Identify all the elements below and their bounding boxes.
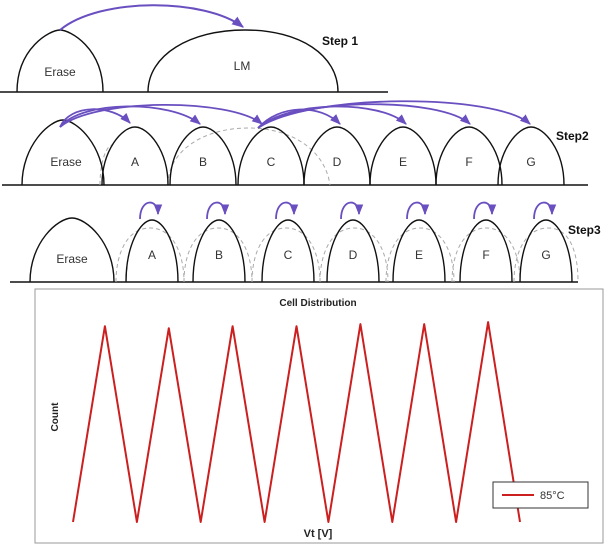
step3-b-curve: [192, 219, 246, 283]
step2-b-label: B: [199, 155, 207, 169]
step3-f-curve: [459, 219, 513, 283]
step3-g-arrow: [533, 201, 557, 220]
step3-c-arrow: [275, 201, 299, 220]
step3-f-arrow: [473, 201, 497, 220]
step3-ghost-d-curve: [319, 227, 389, 283]
step3-g-label: G: [541, 248, 550, 262]
step2-diagram: Erase A B C D E F G Step2: [2, 100, 589, 186]
step3-a-arrow: [139, 201, 163, 220]
step3-ghost-g-curve: [513, 227, 579, 283]
chart-title: Cell Distribution: [279, 298, 356, 309]
series-layer: [72, 321, 521, 523]
step3-erase-curve: [29, 217, 115, 283]
step3-ghost-a-curve: [115, 227, 185, 283]
step2-e-curve: [369, 126, 437, 186]
erase-to-a-arrow: [59, 108, 131, 128]
step3-e-label: E: [415, 248, 423, 262]
step2-ghost-erase-curve: [99, 144, 113, 186]
step2-a-curve: [101, 126, 169, 186]
step3-ghost-e-curve: [385, 227, 455, 283]
step2-erase-curve: [21, 119, 105, 186]
legend-label: 85°C: [540, 490, 565, 502]
step3-c-label: C: [284, 248, 293, 262]
step3-title: Step3: [568, 223, 601, 237]
step2-g-label: G: [526, 155, 535, 169]
step3-b-arrow: [206, 201, 230, 220]
step2-d-curve: [303, 126, 371, 186]
legend: 85°C: [492, 481, 589, 509]
step3-e-arrow: [406, 201, 430, 220]
lm-label: LM: [234, 59, 251, 73]
step3-g-curve: [519, 219, 573, 283]
step3-c-curve: [261, 219, 315, 283]
step3-ghost-c-curve: [251, 227, 321, 283]
step2-c-curve: [237, 126, 305, 186]
erase-distribution-curve: [16, 29, 104, 93]
lm-to-g-arrow: [257, 100, 531, 129]
y-axis-label: Count: [50, 402, 61, 432]
step2-a-label: A: [131, 155, 139, 169]
step3-d-curve: [326, 219, 380, 283]
step3-a-curve: [125, 219, 179, 283]
erase-label: Erase: [44, 65, 76, 79]
step3-d-arrow: [340, 201, 364, 220]
step2-ghost-lm-curve: [167, 127, 331, 186]
step3-e-curve: [392, 219, 446, 283]
step2-f-curve: [435, 126, 503, 186]
lm-distribution-curve: [147, 29, 339, 93]
step2-e-label: E: [399, 155, 407, 169]
step3-b-label: B: [215, 248, 223, 262]
step3-ghost-f-curve: [451, 227, 521, 283]
step2-b-curve: [169, 126, 237, 186]
step1-diagram: Erase LM Step 1: [0, 4, 388, 93]
erase-to-c-arrow: [59, 103, 263, 128]
step3-diagram: Erase A B C D E F G Step3: [10, 201, 601, 283]
step3-ghost-b-curve: [183, 227, 253, 283]
step2-erase-label: Erase: [50, 155, 82, 169]
step3-a-label: A: [148, 248, 156, 262]
step3-erase-label: Erase: [56, 252, 88, 266]
step2-f-label: F: [465, 155, 472, 169]
step2-c-label: C: [267, 155, 276, 169]
erase-to-lm-arrow: [59, 4, 244, 31]
x-axis-label: Vt [V]: [304, 528, 333, 540]
step3-f-label: F: [482, 248, 489, 262]
step2-d-label: D: [333, 155, 342, 169]
cell-distribution-chart: Cell Distribution Count Vt [V] 85°C: [34, 288, 604, 544]
step2-g-curve: [497, 126, 565, 186]
step1-title: Step 1: [322, 34, 358, 48]
step2-title: Step2: [556, 129, 589, 143]
step3-d-label: D: [349, 248, 358, 262]
